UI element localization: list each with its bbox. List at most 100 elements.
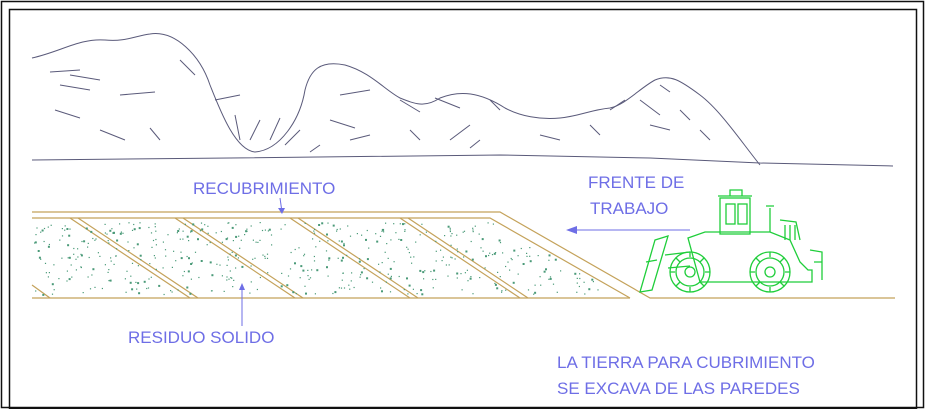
- waste-speck: [58, 278, 60, 280]
- waste-speck: [264, 257, 266, 259]
- waste-speck: [266, 257, 269, 259]
- waste-speck: [115, 255, 117, 257]
- waste-speck: [511, 259, 513, 261]
- waste-speck: [416, 293, 418, 295]
- waste-speck: [342, 272, 344, 274]
- waste-speck: [216, 263, 218, 265]
- waste-speck: [250, 225, 252, 227]
- waste-speck: [61, 235, 64, 237]
- waste-speck: [412, 288, 414, 290]
- waste-speck: [177, 230, 180, 232]
- waste-speck: [313, 232, 316, 234]
- label-residuo-solido: RESIDUO SOLIDO: [128, 328, 274, 347]
- waste-speck: [472, 293, 474, 295]
- waste-speck: [319, 240, 321, 242]
- waste-speck: [400, 239, 403, 241]
- waste-speck: [379, 235, 382, 237]
- waste-speck: [470, 276, 472, 278]
- waste-speck: [35, 290, 37, 292]
- waste-speck: [190, 231, 192, 233]
- waste-speck: [313, 255, 315, 258]
- waste-speck: [226, 276, 228, 278]
- waste-speck: [472, 229, 474, 231]
- waste-speck: [435, 278, 437, 280]
- drawing-border-inner: [8, 8, 918, 409]
- waste-speck: [448, 264, 450, 266]
- waste-speck: [360, 271, 363, 274]
- waste-speck: [73, 253, 75, 255]
- waste-speck: [43, 240, 45, 243]
- waste-speck: [404, 230, 406, 232]
- waste-speck: [349, 235, 352, 237]
- waste-speck: [295, 293, 297, 295]
- waste-speck: [404, 223, 406, 225]
- waste-speck: [338, 240, 340, 242]
- waste-speck: [109, 229, 112, 232]
- waste-speck: [337, 257, 339, 259]
- waste-speck: [299, 277, 301, 279]
- waste-speck: [167, 234, 169, 236]
- waste-speck: [379, 271, 381, 273]
- waste-speck: [70, 264, 72, 266]
- waste-speck: [287, 275, 290, 277]
- waste-speck: [207, 225, 209, 227]
- waste-speck: [328, 259, 330, 261]
- waste-speck: [97, 252, 99, 254]
- waste-speck: [545, 268, 547, 271]
- waste-speck: [254, 257, 256, 259]
- waste-speck: [66, 228, 69, 230]
- waste-speck: [502, 252, 504, 254]
- waste-speck: [129, 281, 132, 284]
- waste-speck: [415, 241, 417, 243]
- waste-speck: [201, 228, 204, 231]
- waste-speck: [67, 257, 69, 259]
- waste-speck: [171, 291, 173, 293]
- waste-speck: [290, 251, 292, 254]
- note-line1: LA TIERRA PARA CUBRIMIENTO: [557, 353, 815, 372]
- waste-speck: [449, 227, 451, 229]
- waste-speck: [332, 292, 334, 295]
- waste-speck: [241, 265, 244, 268]
- note-line2: SE EXCAVA DE LAS PAREDES: [557, 379, 800, 398]
- waste-speck: [35, 234, 37, 236]
- waste-speck: [240, 239, 242, 241]
- waste-speck: [304, 285, 306, 287]
- waste-speck: [94, 239, 96, 241]
- waste-speck: [180, 251, 182, 253]
- waste-speck: [340, 287, 343, 289]
- waste-speck: [481, 238, 484, 241]
- waste-speck: [89, 288, 92, 290]
- waste-speck: [225, 238, 228, 241]
- waste-speck: [472, 231, 474, 233]
- waste-speck: [308, 278, 310, 280]
- waste-speck: [420, 289, 423, 292]
- waste-speck: [107, 271, 109, 273]
- waste-speck: [154, 257, 156, 259]
- waste-speck: [289, 268, 292, 270]
- waste-speck: [131, 229, 134, 231]
- waste-speck: [239, 247, 241, 249]
- hill-outline: [31, 33, 761, 166]
- waste-speck: [365, 238, 367, 241]
- waste-speck: [407, 293, 409, 295]
- waste-speck: [554, 258, 557, 261]
- waste-speck: [244, 234, 246, 236]
- waste-speck: [375, 233, 377, 235]
- waste-speck: [232, 240, 234, 242]
- waste-speck: [164, 249, 167, 251]
- waste-speck: [449, 230, 451, 233]
- waste-speck: [334, 291, 337, 294]
- waste-speck: [398, 238, 400, 240]
- waste-speck: [485, 255, 487, 258]
- waste-speck: [368, 247, 370, 249]
- waste-speck: [576, 277, 578, 279]
- waste-speck: [408, 284, 411, 287]
- waste-speck: [80, 253, 82, 255]
- waste-speck: [110, 260, 112, 262]
- waste-speck: [59, 239, 61, 241]
- waste-speck: [245, 230, 248, 233]
- waste-speck: [186, 286, 189, 289]
- waste-speck: [194, 251, 197, 253]
- waste-speck: [327, 222, 329, 224]
- waste-speck: [549, 277, 552, 280]
